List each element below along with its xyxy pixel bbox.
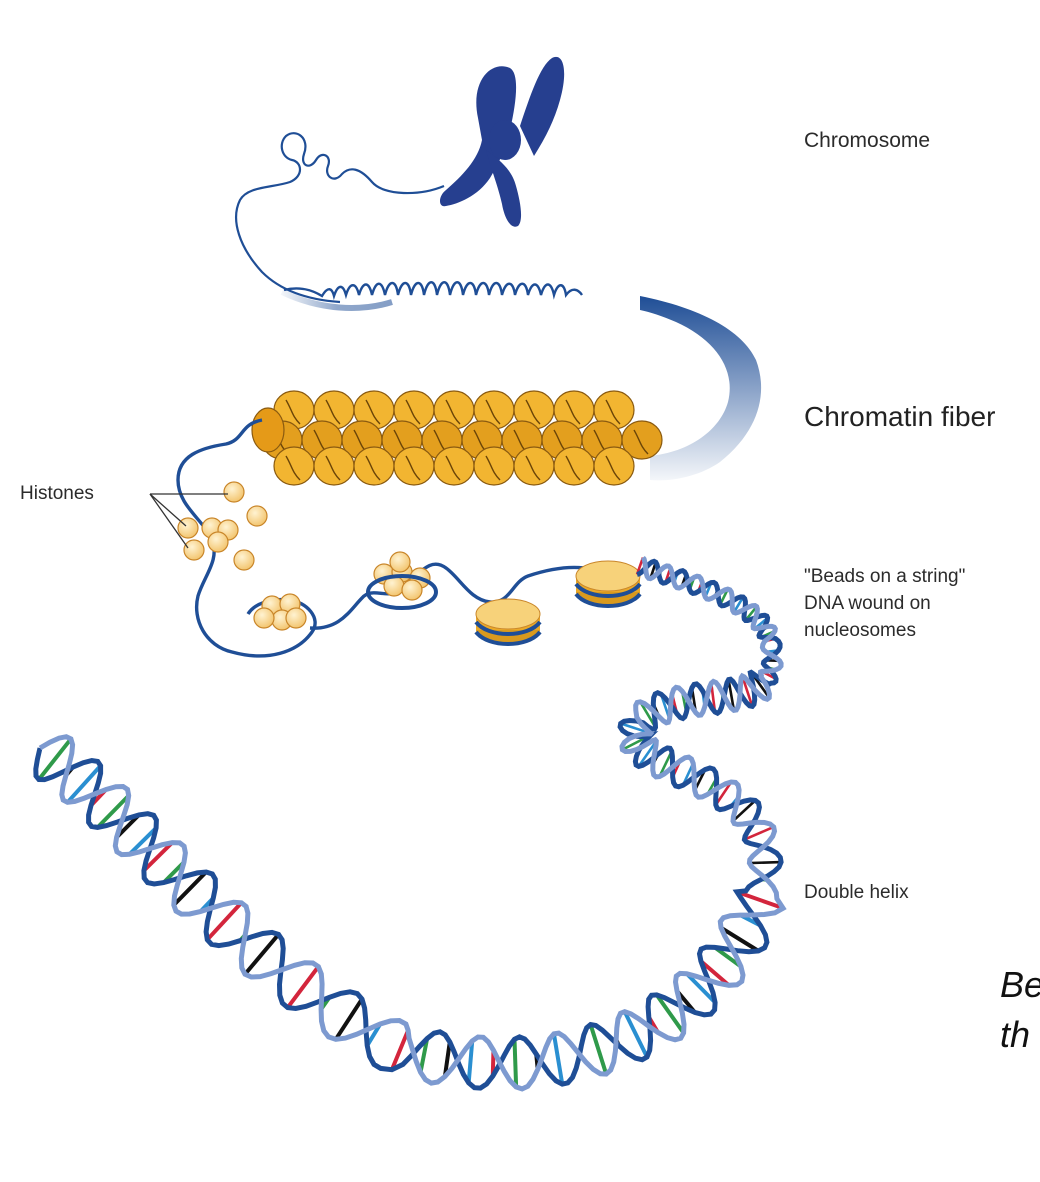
histone-bead <box>253 607 275 629</box>
base-pair <box>512 1039 519 1088</box>
histone-bead <box>207 531 229 553</box>
histone-pointer-lines <box>149 493 228 549</box>
nucleosome-disc <box>474 598 542 646</box>
base-pair <box>466 1040 475 1084</box>
histone-bead <box>233 549 255 571</box>
helix-strand-1 <box>33 558 784 1091</box>
nucleosome-disc <box>574 560 642 608</box>
base-pair <box>588 1023 609 1075</box>
clipped-note-line-2: th <box>1000 1014 1031 1055</box>
chromosome-thread <box>235 132 445 304</box>
fiber-nucleosome <box>513 446 555 486</box>
base-pair <box>442 1041 452 1077</box>
beads-string-dna <box>309 562 585 630</box>
base-pair <box>551 1033 565 1085</box>
fiber-nucleosome <box>433 446 475 486</box>
fiber-sweep <box>640 296 762 481</box>
histone-beads <box>177 481 431 631</box>
base-pair <box>334 997 364 1041</box>
label-chromatin-fiber: Chromatin fiber <box>804 401 996 432</box>
base-pair <box>713 945 743 969</box>
histone-bead <box>223 481 245 503</box>
base-pair <box>390 1029 410 1071</box>
clipped-note-line-1: Be <box>1000 964 1040 1005</box>
fiber-nucleosome <box>593 390 635 430</box>
chromatin-fiber-solenoid <box>251 390 663 486</box>
label-double-helix: Double helix <box>804 882 909 903</box>
base-pair <box>243 933 281 976</box>
histone-bead <box>401 579 423 601</box>
base-pair <box>622 1010 649 1058</box>
chromosome-shape <box>440 56 565 227</box>
base-pair <box>286 965 320 1009</box>
fiber-nucleosome <box>473 446 515 486</box>
histone-bead <box>285 607 307 629</box>
nucleosome-discs <box>366 560 642 646</box>
base-pair <box>658 750 673 778</box>
base-pair <box>741 675 754 707</box>
fiber-nucleosome <box>553 446 595 486</box>
clipped-side-note: Be th <box>1000 960 1040 1070</box>
histone-bead <box>183 539 205 561</box>
base-pair <box>719 926 760 953</box>
fiber-nucleosome <box>393 446 435 486</box>
fiber-tail-dna <box>176 418 317 658</box>
base-pair <box>418 1038 430 1073</box>
base-pair <box>142 841 174 873</box>
label-beads-line-1: "Beads on a string" <box>804 566 966 587</box>
base-pair <box>714 781 733 806</box>
histone-bead <box>389 551 411 573</box>
fiber-end-cap <box>251 407 285 453</box>
base-pair <box>637 740 658 768</box>
histone-bead <box>246 505 268 527</box>
base-pair <box>96 794 131 829</box>
base-pair <box>732 799 757 823</box>
fiber-nucleosome <box>593 446 635 486</box>
cluster-wrap <box>366 574 438 610</box>
label-beads-line-3: nucleosomes <box>804 620 916 641</box>
base-pair <box>727 679 736 711</box>
base-pair <box>37 737 73 781</box>
fiber-nucleosome <box>273 446 315 486</box>
label-chromosome: Chromosome <box>804 129 931 152</box>
base-pair <box>172 870 208 907</box>
label-beads-line-2: DNA wound on <box>804 593 931 614</box>
base-pair <box>736 889 784 911</box>
base-pair <box>128 826 158 856</box>
label-histones: Histones <box>20 483 94 504</box>
base-pair <box>749 860 782 865</box>
base-pair <box>205 901 243 942</box>
base-pair <box>699 959 731 987</box>
base-pair <box>66 764 103 804</box>
base-pair <box>732 596 745 614</box>
double-helix-dna <box>33 555 787 1092</box>
coiled-fiber <box>283 281 583 301</box>
base-pair <box>655 993 686 1035</box>
fiber-nucleosome <box>353 390 395 430</box>
fiber-nucleosome <box>353 446 395 486</box>
label-beads-on-string: "Beads on a string" DNA wound on nucleos… <box>804 563 965 644</box>
fiber-nucleosome <box>621 420 663 460</box>
helix-strand-2 <box>38 555 787 1092</box>
fiber-nucleosome <box>313 446 355 486</box>
coiled-fiber-shade <box>280 289 393 311</box>
base-pair <box>743 825 775 841</box>
base-pair <box>685 972 717 1004</box>
